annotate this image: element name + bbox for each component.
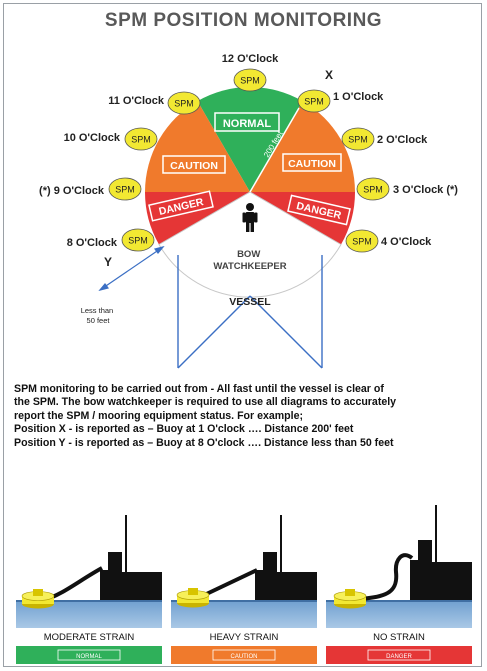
strain-panels: MODERATE STRAIN NORMAL HEAVY STRAIN CAUT… [16, 485, 472, 664]
spm-buoy-4: SPM [345, 229, 379, 253]
instructions-paragraph: SPM monitoring to be carried out from - … [14, 383, 480, 450]
sector-caution-right-label: CAUTION [288, 158, 336, 170]
less-than-line-2: 50 feet [87, 316, 111, 325]
buoy-moderate [21, 589, 55, 609]
instructions-line-3: report the SPM / mooring equipment statu… [14, 409, 304, 422]
instructions-line-1: SPM monitoring to be carried out from - … [14, 383, 384, 395]
status-text-none: DANGER [386, 654, 412, 660]
svg-text:SPM: SPM [352, 237, 372, 247]
buoy-heavy [176, 588, 210, 608]
svg-text:SPM: SPM [174, 99, 194, 109]
spm-buoy-8: SPM [121, 228, 155, 252]
spm-buoy-10: SPM [124, 127, 158, 151]
svg-text:SPM: SPM [348, 135, 368, 145]
spm-buoy-9: SPM [108, 177, 142, 201]
marker-y: Y [104, 255, 112, 269]
vessel-outline [177, 255, 323, 369]
svg-text:SPM: SPM [363, 185, 383, 195]
ship-bow-heavy [255, 552, 317, 600]
svg-text:SPM: SPM [304, 97, 324, 107]
watchkeeper-sector [158, 191, 342, 298]
spm-buoy-3: SPM [356, 177, 390, 201]
instructions-line-2: the SPM. The bow watchkeeper is required… [14, 396, 397, 409]
spm-buoy-11: SPM [167, 91, 201, 115]
svg-text:SPM: SPM [128, 236, 148, 246]
page-title: SPM POSITION MONITORING [104, 10, 383, 31]
vessel-label: VESSEL [229, 296, 271, 308]
status-badge-heavy [171, 646, 317, 664]
strain-panel-moderate: MODERATE STRAIN NORMAL [16, 485, 162, 664]
strain-label-none: NO STRAIN [373, 632, 425, 643]
position-10-label: 10 O'Clock [64, 132, 121, 144]
spm-buoy-2: SPM [341, 127, 375, 151]
svg-text:SPM: SPM [131, 135, 151, 145]
position-1-label: 1 O'Clock [333, 91, 384, 103]
instructions-line-4: Position X - is reported as – Buoy at 1 … [14, 423, 354, 436]
ship-bow-none [410, 540, 472, 600]
spm-buoy-1: SPM [297, 89, 331, 113]
position-4-label: 4 O'Clock [381, 236, 432, 248]
watchkeeper-label: WATCHKEEPER [213, 261, 286, 272]
spm-clock-diagram: NORMAL CAUTION CAUTION DANGER DANGER 200… [39, 53, 458, 369]
sector-caution-left-label: CAUTION [170, 160, 218, 172]
strain-label-heavy: HEAVY STRAIN [210, 632, 279, 643]
hawser-none [354, 553, 414, 601]
status-badge-none [326, 646, 472, 664]
less-than-label: Less than 50 feet [81, 306, 116, 325]
svg-text:SPM: SPM [115, 185, 135, 195]
strain-panel-none: NO STRAIN DANGER [326, 485, 472, 664]
status-text-heavy: CAUTION [231, 654, 258, 660]
position-2-label: 2 O'Clock [377, 134, 428, 146]
status-badge-moderate [16, 646, 162, 664]
spm-buoy-12: SPM [233, 68, 267, 92]
position-12-label: 12 O'Clock [222, 53, 279, 65]
buoy-none [333, 589, 367, 609]
position-9-label: (*) 9 O'Clock [39, 185, 105, 197]
status-text-moderate: NORMAL [76, 654, 102, 660]
bow-watchkeeper-label: BOW WATCHKEEPER [213, 249, 286, 272]
position-8-label: 8 O'Clock [67, 237, 118, 249]
watchkeeper-person-icon [242, 203, 258, 232]
marker-x: X [325, 68, 333, 82]
ship-bow-moderate [100, 552, 162, 600]
position-3-label: 3 O'Clock (*) [393, 184, 458, 196]
less-than-line-1: Less than [81, 306, 114, 315]
strain-label-moderate: MODERATE STRAIN [44, 632, 135, 643]
position-11-label: 11 O'Clock [108, 95, 165, 107]
bow-label: BOW [237, 249, 260, 260]
strain-panel-heavy: HEAVY STRAIN CAUTION [171, 485, 317, 664]
sector-normal-label: NORMAL [223, 118, 272, 130]
svg-text:SPM: SPM [240, 76, 260, 86]
less-than-arrow [98, 245, 165, 292]
instructions-line-5: Position Y - is reported as – Buoy at 8 … [14, 436, 394, 449]
